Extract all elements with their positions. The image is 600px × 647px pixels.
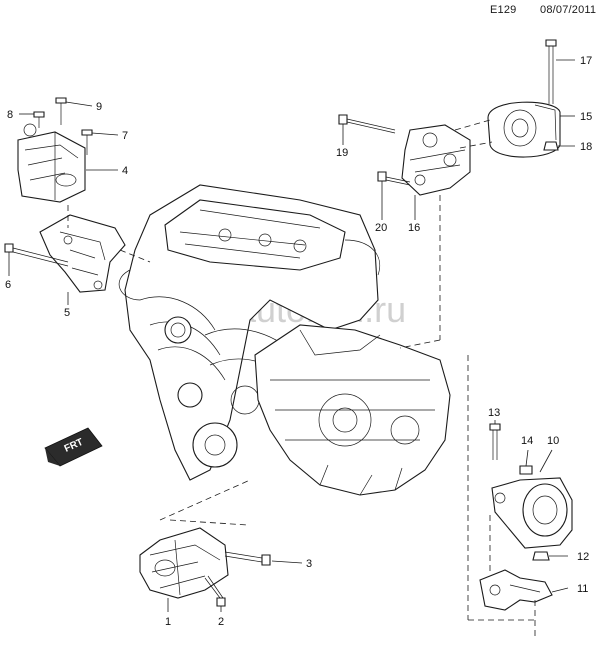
callout-11: 11	[577, 583, 588, 595]
engine-transmission-assembly	[118, 184, 451, 496]
diagram-date: 08/07/2011	[540, 4, 597, 16]
callout-13: 13	[488, 407, 500, 419]
leader-lines	[8, 59, 575, 612]
diagram-code: E129	[490, 4, 517, 16]
callout-15: 15	[580, 111, 592, 123]
callout-12: 12	[577, 551, 589, 563]
callout-20: 20	[375, 222, 387, 234]
callout-17: 17	[580, 55, 592, 67]
lower-right-mount-group	[467, 355, 573, 640]
callout-9: 9	[96, 101, 102, 113]
callout-7: 7	[122, 130, 128, 142]
right-mount-group	[338, 39, 561, 349]
callout-16: 16	[408, 222, 420, 234]
callout-6: 6	[5, 279, 11, 291]
callout-3: 3	[306, 558, 312, 570]
callout-5: 5	[64, 307, 70, 319]
callout-1: 1	[165, 616, 171, 628]
callout-labels: 1 2 3 4 5 6 7 8 9 10 11 12 13 14 15 16 1…	[5, 55, 592, 628]
left-mount-group	[4, 97, 151, 293]
callout-19: 19	[336, 147, 348, 159]
front-direction-arrow-icon: FRT	[44, 427, 103, 467]
callout-14: 14	[521, 435, 533, 447]
callout-2: 2	[218, 616, 224, 628]
callout-18: 18	[580, 141, 592, 153]
callout-8: 8	[7, 109, 13, 121]
bottom-mount-group	[139, 479, 271, 607]
callout-10: 10	[547, 435, 559, 447]
callout-4: 4	[122, 165, 128, 177]
